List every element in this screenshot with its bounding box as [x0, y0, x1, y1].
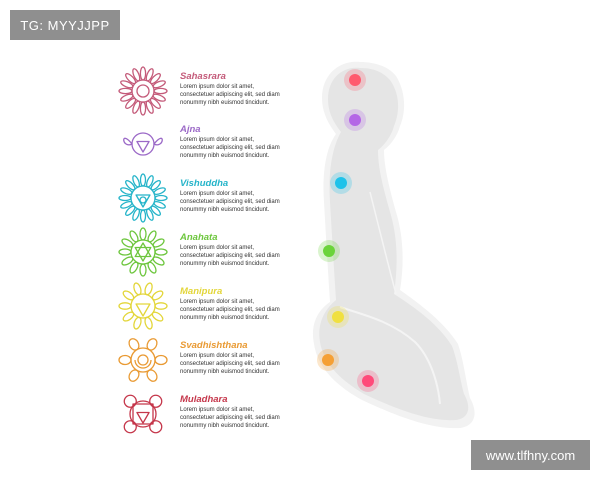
chakra-dot	[332, 311, 344, 323]
chakra-row-muladhara: Muladhara Lorem ipsum dolor sit amet,con…	[118, 389, 298, 439]
figure-arm-line	[369, 191, 397, 295]
chakra-dot	[335, 177, 347, 189]
sacral-crescent-icon	[118, 338, 168, 382]
chakra-description: Lorem ipsum dolor sit amet,consectetuer …	[180, 407, 280, 429]
chakra-description: Lorem ipsum dolor sit amet,consectetuer …	[180, 353, 280, 375]
chakra-name: Vishuddha	[180, 178, 229, 189]
chakra-name: Sahasrara	[180, 71, 226, 82]
third-eye-icon	[123, 132, 163, 156]
figure-leg-line	[339, 306, 441, 405]
figure-body	[319, 67, 469, 421]
chakra-dot	[362, 375, 374, 387]
chakra-row-anahata: Anahata Lorem ipsum dolor sit amet,conse…	[118, 227, 298, 277]
chakra-dots	[317, 69, 379, 392]
chakra-name: Muladhara	[180, 394, 228, 405]
chakra-name: Manipura	[180, 286, 223, 297]
chakra-row-vishuddha: Vishuddha Lorem ipsum dolor sit amet,con…	[118, 173, 298, 223]
lotus-crown-icon	[118, 66, 168, 116]
chakra-description: Lorem ipsum dolor sit amet,consectetuer …	[180, 84, 280, 106]
chakra-row-sahasrara: Sahasrara Lorem ipsum dolor sit amet,con…	[118, 66, 298, 116]
heart-star-icon	[118, 227, 168, 277]
chakra-name: Svadhishthana	[180, 340, 248, 351]
root-square-icon	[123, 394, 163, 434]
chakra-row-manipura: Manipura Lorem ipsum dolor sit amet,cons…	[118, 281, 298, 331]
throat-lotus-icon	[118, 173, 168, 223]
chakra-dot	[349, 74, 361, 86]
watermark-top-left: TG: MYYJJPP	[10, 10, 120, 40]
solar-plexus-icon	[118, 282, 168, 330]
chakra-description: Lorem ipsum dolor sit amet,consectetuer …	[180, 245, 280, 267]
chakra-dot	[323, 245, 335, 257]
chakra-row-svadhishthana: Svadhishthana Lorem ipsum dolor sit amet…	[118, 335, 298, 385]
chakra-description: Lorem ipsum dolor sit amet,consectetuer …	[180, 137, 280, 159]
chakra-description: Lorem ipsum dolor sit amet,consectetuer …	[180, 299, 280, 321]
chakra-dot	[322, 354, 334, 366]
chakra-row-ajna: Ajna Lorem ipsum dolor sit amet,consecte…	[118, 119, 298, 169]
chakra-description: Lorem ipsum dolor sit amet,consectetuer …	[180, 191, 280, 213]
meditating-figure	[312, 61, 475, 429]
watermark-bottom-right: www.tlfhny.com	[471, 440, 590, 470]
chakra-name: Ajna	[180, 124, 201, 135]
chakra-name: Anahata	[180, 232, 218, 243]
chakra-dot	[349, 114, 361, 126]
